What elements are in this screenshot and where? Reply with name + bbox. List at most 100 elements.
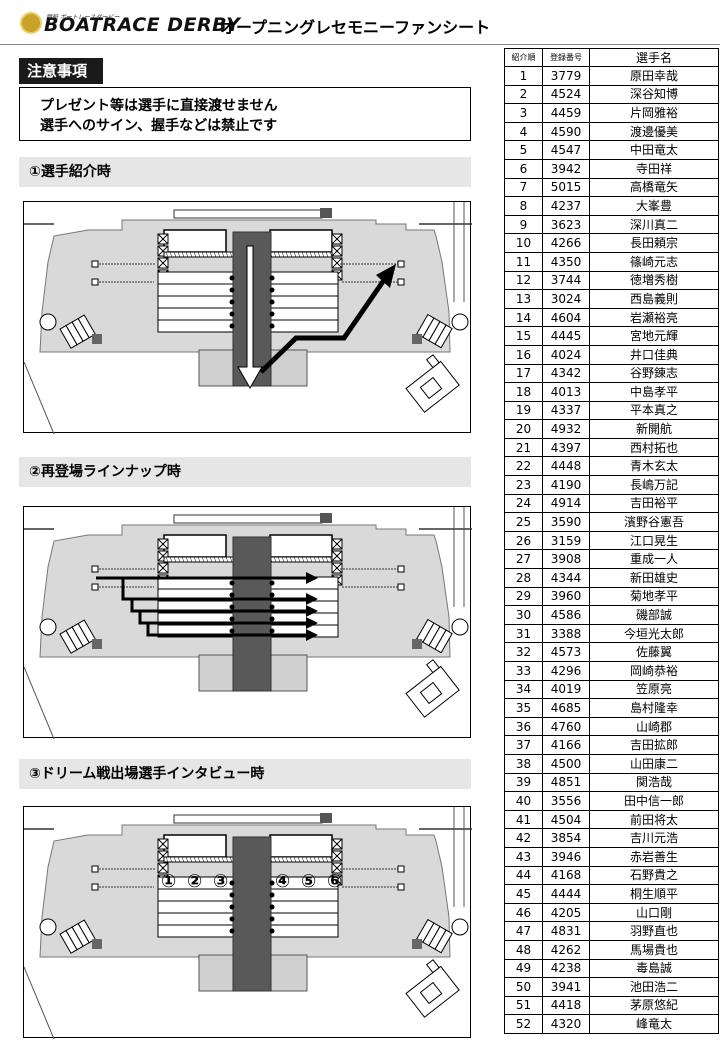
player-name-cell: 徳増秀樹 bbox=[589, 270, 719, 291]
player-name-cell: 吉川元浩 bbox=[589, 828, 719, 848]
order-cell: 37 bbox=[504, 735, 543, 755]
notice-box: プレゼント等は選手に直接渡せません 選手へのサイン、握手などは禁止です bbox=[19, 87, 471, 141]
reg-number-cell: 4459 bbox=[542, 103, 590, 123]
player-name-cell: 今垣光太郎 bbox=[589, 623, 719, 644]
player-name-cell: 深川真二 bbox=[589, 214, 719, 235]
order-cell: 4 bbox=[504, 121, 543, 142]
player-name-cell: 毒島誠 bbox=[589, 958, 719, 979]
reg-number-cell: 4590 bbox=[542, 121, 590, 142]
page-title: オープニングレセモニーファンシート bbox=[220, 18, 491, 37]
player-name-cell: 西島義則 bbox=[589, 289, 719, 309]
reg-number-cell: 4238 bbox=[542, 958, 590, 979]
player-name-cell: 寺田祥 bbox=[589, 158, 719, 179]
section-title-1: ①選手紹介時 bbox=[19, 157, 471, 187]
stage-diagram-dream-interview: ① ② ③ ④ ⑤ ⑥ bbox=[23, 806, 472, 1039]
player-name-cell: 石野貴之 bbox=[589, 865, 719, 886]
player-name-cell: 岡崎恭裕 bbox=[589, 661, 719, 681]
order-cell: 45 bbox=[504, 884, 543, 904]
player-name-cell: 濱野谷憲吾 bbox=[589, 512, 719, 532]
player-name-cell: 田中信一郎 bbox=[589, 791, 719, 811]
position-marker: ③ bbox=[213, 871, 228, 892]
order-cell: 34 bbox=[504, 679, 543, 700]
reg-number-cell: 4504 bbox=[542, 809, 590, 830]
player-name-cell: 磯部誠 bbox=[589, 605, 719, 625]
reg-number-cell: 4448 bbox=[542, 456, 590, 477]
reg-number-cell: 4205 bbox=[542, 902, 590, 923]
player-name-cell: 山口剛 bbox=[589, 902, 719, 923]
player-name-cell: 新田雄史 bbox=[589, 568, 719, 588]
order-cell: 21 bbox=[504, 437, 543, 458]
order-cell: 12 bbox=[504, 270, 543, 291]
player-name-cell: 笠原亮 bbox=[589, 679, 719, 700]
player-name-cell: 新開航 bbox=[589, 419, 719, 439]
player-name-cell: 関浩哉 bbox=[589, 772, 719, 793]
player-name-cell: 西村拓也 bbox=[589, 437, 719, 458]
order-cell: 22 bbox=[504, 456, 543, 477]
notice-title: 注意事項 bbox=[19, 58, 103, 84]
reg-number-cell: 4166 bbox=[542, 735, 590, 755]
player-name-cell: 宮地元輝 bbox=[589, 326, 719, 346]
reg-number-cell: 4190 bbox=[542, 475, 590, 495]
lineup-arrows bbox=[96, 572, 318, 641]
order-cell: 8 bbox=[504, 196, 543, 216]
reg-number-cell: 4586 bbox=[542, 605, 590, 625]
reg-number-cell: 4237 bbox=[542, 196, 590, 216]
order-cell: 25 bbox=[504, 512, 543, 532]
reg-number-cell: 4344 bbox=[542, 568, 590, 588]
order-cell: 2 bbox=[504, 84, 543, 105]
player-name-cell: 馬場貴也 bbox=[589, 939, 719, 960]
reg-number-cell: 4932 bbox=[542, 419, 590, 439]
walk-path-arrows bbox=[237, 245, 396, 390]
order-cell: 32 bbox=[504, 642, 543, 662]
reg-number-cell: 3388 bbox=[542, 623, 590, 644]
page-header: 競艇 ボートレースダービー BOATRACE DERBY オープニングレセモニー… bbox=[0, 0, 720, 45]
reg-number-cell: 4851 bbox=[542, 772, 590, 793]
reg-number-cell: 4019 bbox=[542, 679, 590, 700]
reg-number-cell: 4444 bbox=[542, 884, 590, 904]
player-name-cell: 長嶋万記 bbox=[589, 475, 719, 495]
reg-number-cell: 4604 bbox=[542, 307, 590, 328]
order-cell: 3 bbox=[504, 103, 543, 123]
notice-line: プレゼント等は選手に直接渡せません bbox=[40, 98, 278, 114]
player-name-cell: 山崎郡 bbox=[589, 716, 719, 737]
order-cell: 6 bbox=[504, 158, 543, 179]
reg-number-cell: 3744 bbox=[542, 270, 590, 291]
reg-number-cell: 3960 bbox=[542, 586, 590, 607]
reg-number-cell: 3159 bbox=[542, 530, 590, 551]
order-cell: 15 bbox=[504, 326, 543, 346]
order-cell: 28 bbox=[504, 568, 543, 588]
player-name-cell: 峰竜太 bbox=[589, 1014, 719, 1034]
reg-number-cell: 4342 bbox=[542, 363, 590, 384]
order-cell: 31 bbox=[504, 623, 543, 644]
order-cell: 36 bbox=[504, 716, 543, 737]
player-name-cell: 片岡雅裕 bbox=[589, 103, 719, 123]
reg-number-cell: 3024 bbox=[542, 289, 590, 309]
reg-number-cell: 4266 bbox=[542, 233, 590, 253]
order-cell: 19 bbox=[504, 400, 543, 421]
player-name-cell: 中田竜太 bbox=[589, 140, 719, 160]
player-name-cell: 中島孝平 bbox=[589, 382, 719, 402]
player-name-cell: 菊地孝平 bbox=[589, 586, 719, 607]
